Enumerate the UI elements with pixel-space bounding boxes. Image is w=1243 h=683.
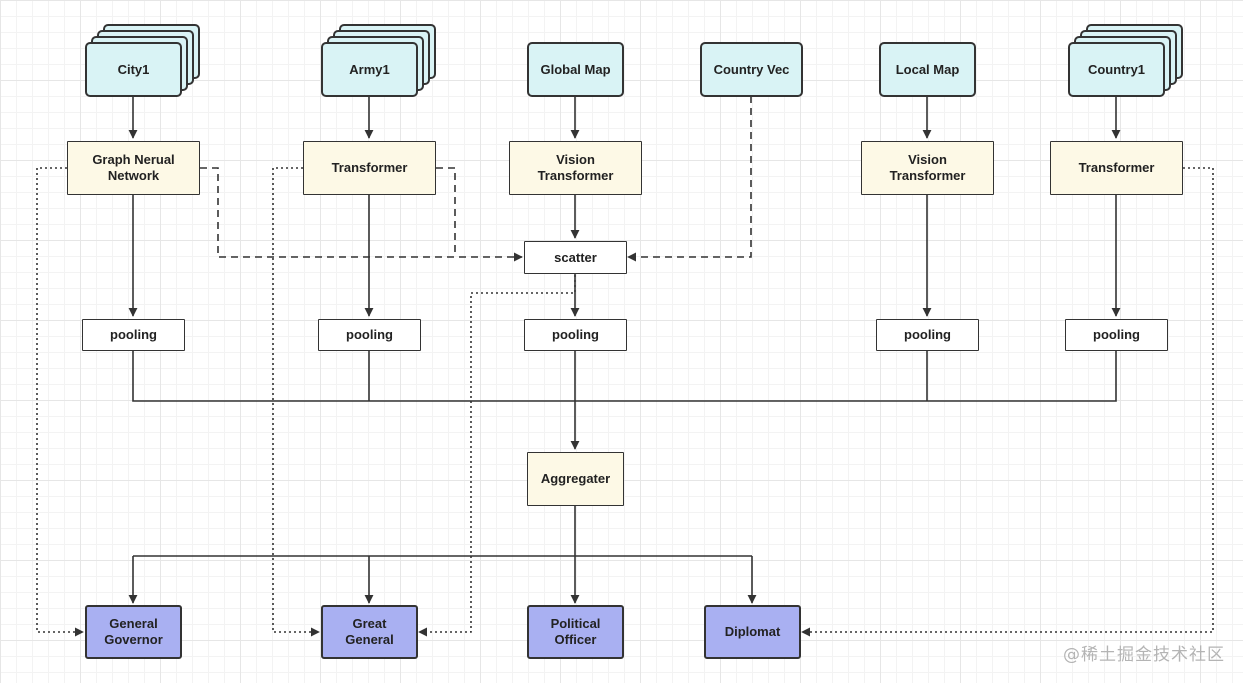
edge-country-diplomat (801, 167, 1214, 637)
country-vec-label: Country Vec (713, 61, 790, 77)
diplomat-node: Diplomat (704, 605, 801, 659)
edge-countryvec-scatter (627, 96, 752, 262)
edge-gnn-scatter (200, 167, 523, 262)
transformer-army-node: Transformer (303, 141, 436, 195)
scatter-label: scatter (554, 249, 597, 265)
edge-transformer-scatter (436, 167, 456, 257)
transformer-army-label: Transformer (331, 160, 408, 175)
country-label: Country1 (1087, 61, 1146, 77)
pooling-node-2: pooling (318, 319, 421, 351)
scatter-node: scatter (524, 241, 627, 274)
diplomat-label: Diplomat (724, 624, 781, 639)
vit-local-node: Vision Transformer (861, 141, 994, 195)
pooling-node-1: pooling (82, 319, 185, 351)
transformer-country-label: Transformer (1078, 160, 1155, 175)
army-node: Army1 (321, 42, 418, 97)
city-label: City1 (117, 61, 150, 77)
pooling-label: pooling (346, 327, 393, 342)
city-node: City1 (85, 42, 182, 97)
local-map-label: Local Map (895, 61, 960, 77)
political-officer-node: Political Officer (527, 605, 624, 659)
transformer-country-node: Transformer (1050, 141, 1183, 195)
pooling-node-4: pooling (876, 319, 979, 351)
global-map-node: Global Map (527, 42, 624, 97)
great-general-node: Great General (321, 605, 418, 659)
pooling-label: pooling (904, 327, 951, 342)
aggregater-node: Aggregater (527, 452, 624, 506)
pooling-label: pooling (110, 327, 157, 342)
great-general-label: Great General (345, 616, 394, 647)
general-governor-label: General Governor (104, 616, 163, 647)
country-node: Country1 (1068, 42, 1165, 97)
local-map-node: Local Map (879, 42, 976, 97)
aggregater-label: Aggregater (540, 471, 611, 486)
edge-gnn-governor (36, 167, 84, 637)
political-officer-label: Political Officer (550, 616, 601, 647)
pooling-label: pooling (1093, 327, 1140, 342)
watermark: @稀土掘金技术社区 (1063, 645, 1225, 665)
army-label: Army1 (349, 61, 390, 77)
edge-scatter-general (418, 275, 576, 637)
gnn-label: Graph Nerual Network (92, 152, 175, 183)
edge-pooling-bus (132, 351, 1117, 402)
vit-local-label: Vision Transformer (889, 152, 966, 183)
pooling-label: pooling (552, 327, 599, 342)
pooling-node-3: pooling (524, 319, 627, 351)
edge-transformer-general (272, 167, 320, 637)
country-vec-node: Country Vec (700, 42, 803, 97)
vit-global-label: Vision Transformer (537, 152, 614, 183)
gnn-node: Graph Nerual Network (67, 141, 200, 195)
pooling-node-5: pooling (1065, 319, 1168, 351)
vit-global-node: Vision Transformer (509, 141, 642, 195)
general-governor-node: General Governor (85, 605, 182, 659)
global-map-label: Global Map (540, 61, 611, 77)
